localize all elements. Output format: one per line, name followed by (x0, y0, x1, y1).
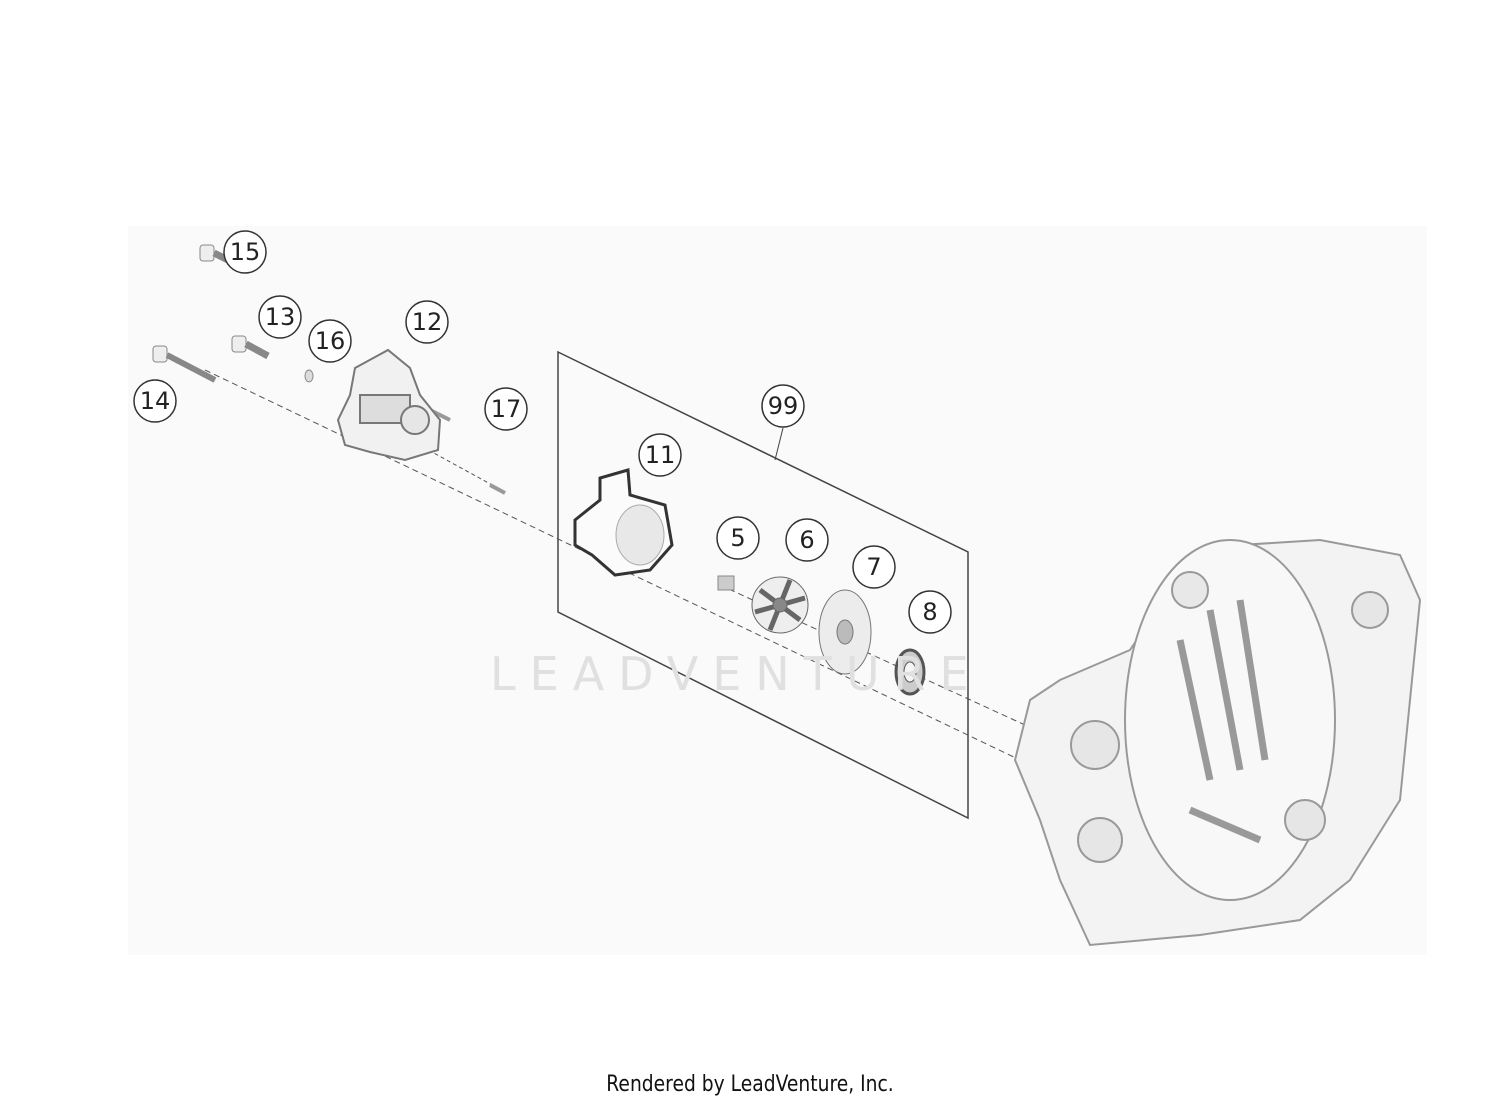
callout-5: 5 (716, 516, 760, 560)
bolt-14 (152, 345, 217, 383)
pin (489, 483, 506, 495)
impeller-6 (751, 576, 809, 634)
callout-circle (258, 295, 302, 339)
clutch-cover (1013, 538, 1422, 947)
callout-number: 6 (799, 526, 814, 554)
callout-16: 16 (308, 319, 352, 363)
washer-16 (304, 369, 314, 383)
callout-circle (716, 516, 760, 560)
callout-circle (133, 379, 177, 423)
callout-number: 14 (140, 387, 171, 415)
callout-circle (638, 433, 682, 477)
callout-7: 7 (852, 545, 896, 589)
callout-number: 16 (315, 327, 346, 355)
callout-number: 99 (768, 392, 799, 420)
callout-number: 7 (866, 553, 881, 581)
gasket-11 (573, 468, 674, 577)
callout-number: 13 (265, 303, 296, 331)
callout-circle (223, 230, 267, 274)
callout-number: 12 (412, 308, 443, 336)
callout-circle (308, 319, 352, 363)
callout-circle (908, 590, 952, 634)
callout-circle (484, 387, 528, 431)
callout-13: 13 (258, 295, 302, 339)
callout-circle (405, 300, 449, 344)
pump-cover-12 (336, 348, 442, 462)
watermark: LEADVENTURE (490, 647, 983, 701)
screw-5 (717, 575, 735, 591)
callout-99: 99 (761, 384, 805, 428)
callout-8: 8 (908, 590, 952, 634)
seal-7 (818, 589, 872, 675)
callout-6: 6 (785, 518, 829, 562)
callout-14: 14 (133, 379, 177, 423)
callout-circle (785, 518, 829, 562)
callout-12: 12 (405, 300, 449, 344)
kit-outline (557, 350, 969, 820)
callout-number: 8 (922, 598, 937, 626)
callout-circle (761, 384, 805, 428)
callout-number: 15 (230, 238, 261, 266)
seal-ring-8 (894, 648, 926, 696)
footer-credit: Rendered by LeadVenture, Inc. (606, 1072, 894, 1097)
callout-number: 11 (645, 441, 676, 469)
leader-99 (774, 427, 784, 461)
callout-circle (852, 545, 896, 589)
callout-11: 11 (638, 433, 682, 477)
callout-15: 15 (223, 230, 267, 274)
callout-17: 17 (484, 387, 528, 431)
callout-number: 17 (491, 395, 522, 423)
bolt-13 (231, 335, 270, 360)
callout-number: 5 (730, 524, 745, 552)
